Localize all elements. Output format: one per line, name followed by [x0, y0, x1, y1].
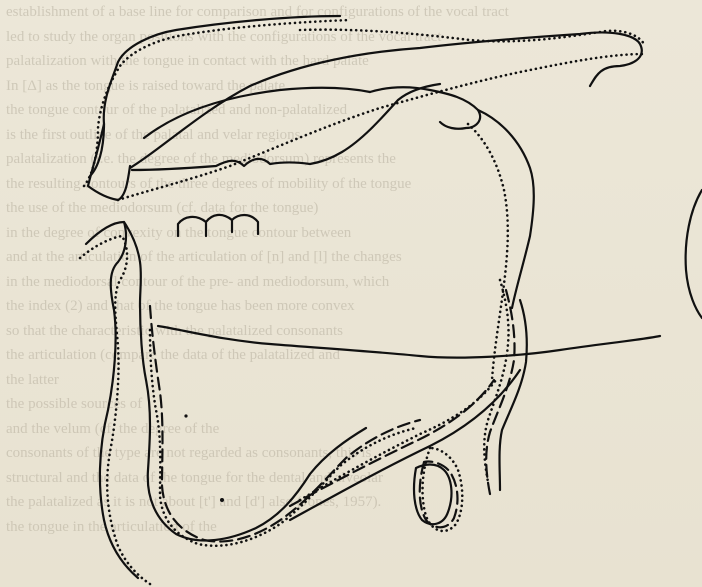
mandible-line — [158, 326, 660, 358]
upper-lip-outline — [90, 16, 340, 176]
pharynx-wall-right — [686, 190, 702, 318]
point-mark — [220, 498, 224, 502]
upper-teeth-row — [132, 84, 440, 170]
dotted-tracing — [80, 20, 644, 584]
point-mark — [184, 414, 187, 417]
dotted-tongue-back — [300, 380, 496, 500]
dotted-velum — [468, 124, 508, 380]
hard-palate-outline — [130, 32, 642, 168]
dotted-pharynx — [484, 280, 508, 482]
velum-outline — [478, 110, 534, 308]
tongue-contour — [140, 304, 366, 541]
dotted-palate — [118, 54, 644, 200]
palate-vault — [370, 87, 480, 129]
solid-tracing — [86, 16, 702, 578]
dashed-tracing — [150, 290, 515, 542]
palate-gum-line — [144, 88, 370, 138]
larynx-outline — [414, 465, 451, 525]
lower-teeth-row — [178, 215, 258, 236]
